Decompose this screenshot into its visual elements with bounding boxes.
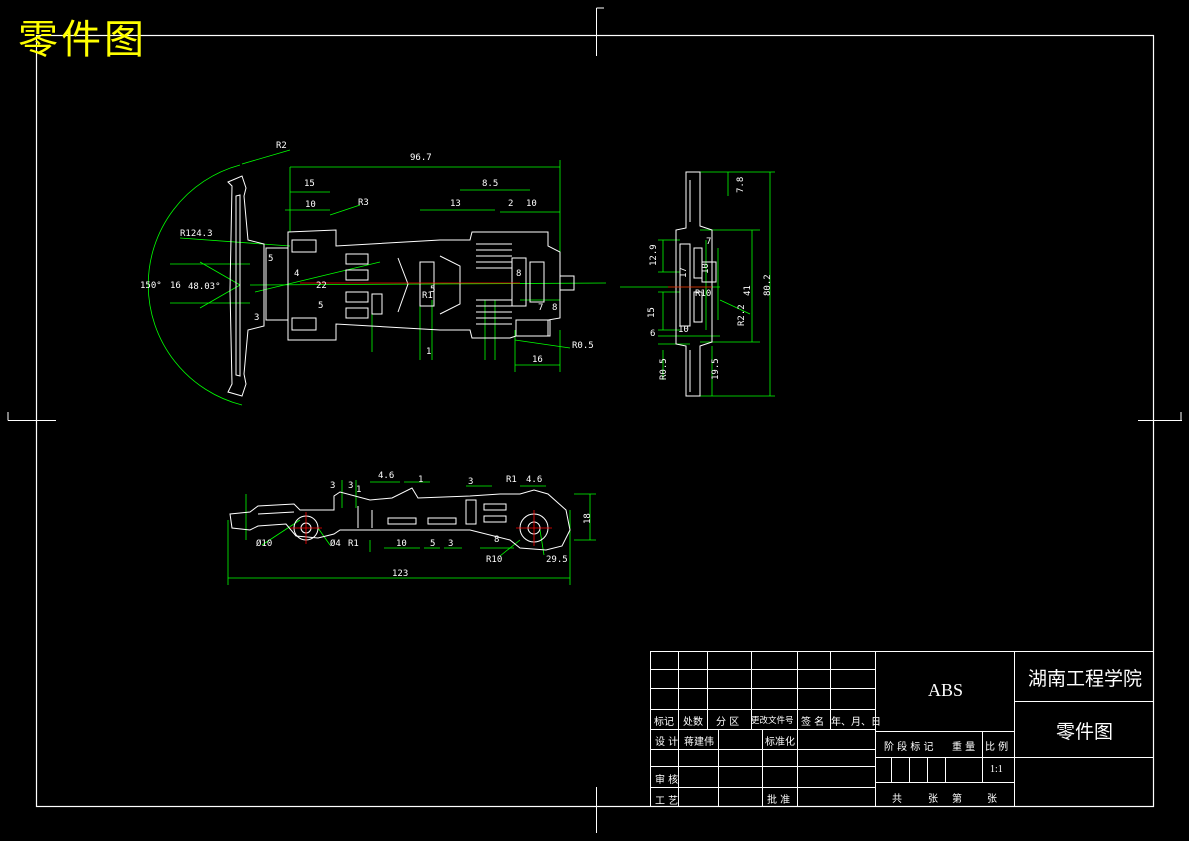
dim-label: 10 bbox=[305, 200, 316, 210]
dim-label: 3 bbox=[468, 477, 473, 487]
standardize-label: 标准化 bbox=[765, 737, 795, 748]
front-view-centerlines bbox=[290, 510, 552, 546]
drawing-name: 零件图 bbox=[1056, 721, 1114, 743]
row-design-label: 设 计 bbox=[655, 737, 679, 748]
dim-label: 5 bbox=[268, 254, 273, 264]
dim-label: 12.9 bbox=[649, 244, 659, 266]
stage-mark-label: 阶 段 标 记 bbox=[884, 742, 934, 753]
dim-label: 4 bbox=[294, 269, 299, 279]
dim-label: R2.2 bbox=[737, 304, 747, 326]
dim-label: 7 bbox=[706, 237, 711, 247]
rev-header-doc: 更改文件号 bbox=[751, 716, 794, 726]
sheet-total-unit: 张 bbox=[928, 794, 938, 805]
top-view: 96.7 15 10 R3 8.5 13 2 10 R2 R124.3 150°… bbox=[140, 141, 607, 406]
dim-label: 7 bbox=[538, 303, 543, 313]
drawing-title: 零件图 bbox=[18, 17, 147, 63]
dim-label: R1 bbox=[348, 539, 359, 549]
dim-label: 2 bbox=[508, 199, 513, 209]
dim-label: R2 bbox=[276, 141, 287, 151]
dim-label: R124.3 bbox=[180, 229, 213, 239]
dim-label: 1 bbox=[418, 475, 423, 485]
row-process-label: 工 艺 bbox=[655, 796, 679, 807]
dim-label: 29.5 bbox=[546, 555, 568, 565]
dim-label: 41 bbox=[743, 285, 753, 296]
dim-label: 8 bbox=[516, 269, 521, 279]
dim-label: 150° bbox=[140, 281, 162, 291]
dim-label: 15 bbox=[304, 179, 315, 189]
approve-label: 批 准 bbox=[767, 795, 791, 806]
dim-label: 16 bbox=[532, 355, 543, 365]
dim-label: 16 bbox=[170, 281, 181, 291]
dim-label: 48.03° bbox=[188, 282, 221, 292]
dim-label: 13 bbox=[450, 199, 461, 209]
top-view-dimension-labels: 96.7 15 10 R3 8.5 13 2 10 R2 R124.3 150°… bbox=[140, 141, 594, 365]
designer-name: 蒋建伟 bbox=[684, 737, 714, 748]
weight-label: 重 量 bbox=[952, 742, 976, 753]
front-view-dimension-labels: 4.6 1 R1 4.6 3 3 1 3 18 Ø10 Ø4 R1 10 5 3… bbox=[256, 471, 593, 579]
sheet-number-label: 第 bbox=[952, 794, 962, 805]
dim-label: R10 bbox=[486, 555, 502, 565]
side-view-dimension-labels: 7.8 7 12.9 17 10 R10 41 80.2 15 R2.2 6 1… bbox=[647, 177, 773, 380]
dim-label: 8 bbox=[552, 303, 557, 313]
dim-label: 5 bbox=[430, 539, 435, 549]
top-view-dimension-lines bbox=[147, 149, 607, 406]
dim-label: R3 bbox=[358, 198, 369, 208]
front-view-dimension-lines bbox=[227, 480, 596, 585]
sheet-number-unit: 张 bbox=[987, 794, 997, 805]
dim-label: 4.6 bbox=[526, 475, 542, 485]
front-view: 4.6 1 R1 4.6 3 3 1 3 18 Ø10 Ø4 R1 10 5 3… bbox=[227, 471, 596, 585]
dim-label: 15 bbox=[647, 307, 657, 318]
dim-label: 10 bbox=[526, 199, 537, 209]
rev-header-count: 处数 bbox=[683, 717, 703, 728]
material-label: ABS bbox=[928, 680, 964, 700]
sheet-frame bbox=[7, 7, 1182, 833]
dim-label: 3 bbox=[254, 313, 259, 323]
rev-header-mark: 标记 bbox=[654, 717, 674, 728]
side-view-outline bbox=[675, 171, 717, 397]
dim-label: 22 bbox=[316, 281, 327, 291]
dim-label: 1 bbox=[356, 485, 361, 495]
dim-label: 4.6 bbox=[378, 471, 394, 481]
dim-label: 8 bbox=[494, 535, 499, 545]
rev-header-sign: 签 名 bbox=[801, 717, 825, 728]
dim-label: 6 bbox=[650, 329, 655, 339]
rev-header-zone: 分 区 bbox=[716, 717, 740, 728]
dim-label: 10 bbox=[678, 325, 689, 335]
dim-label: 10 bbox=[396, 539, 407, 549]
sheet-total-label: 共 bbox=[892, 794, 902, 805]
school-name: 湖南工程学院 bbox=[1028, 668, 1143, 690]
side-view: 7.8 7 12.9 17 10 R10 41 80.2 15 R2.2 6 1… bbox=[620, 171, 775, 397]
dim-label: R1 bbox=[422, 291, 433, 301]
dim-label: 96.7 bbox=[410, 153, 432, 163]
dim-label: Ø4 bbox=[330, 538, 341, 549]
dim-label: 123 bbox=[392, 569, 408, 579]
dim-label: 80.2 bbox=[763, 274, 773, 296]
dim-label: 17 bbox=[679, 267, 689, 278]
dim-label: R0.5 bbox=[572, 341, 594, 351]
dim-label: 5 bbox=[430, 285, 435, 295]
dim-label: Ø10 bbox=[256, 538, 272, 549]
side-view-dimension-lines bbox=[620, 171, 775, 397]
row-review-label: 审 核 bbox=[655, 775, 679, 786]
scale-value: 1:1 bbox=[990, 764, 1003, 775]
dim-label: 5 bbox=[318, 301, 323, 311]
dim-label: R1 bbox=[506, 475, 517, 485]
dim-label: 7.8 bbox=[736, 177, 746, 193]
top-view-outline bbox=[227, 175, 575, 397]
title-block-grid bbox=[650, 651, 1154, 807]
dim-label: 3 bbox=[448, 539, 453, 549]
rev-header-date: 年、月、日 bbox=[831, 717, 881, 728]
scale-label: 比 例 bbox=[985, 742, 1009, 753]
dim-label: 1 bbox=[426, 347, 431, 357]
dim-label: R10 bbox=[695, 289, 711, 299]
dim-label: 18 bbox=[583, 513, 593, 524]
dim-label: 3 bbox=[348, 481, 353, 491]
dim-label: 3 bbox=[330, 481, 335, 491]
dim-label: 10 bbox=[701, 263, 711, 274]
dim-label: 19.5 bbox=[711, 358, 721, 380]
dim-label: 8.5 bbox=[482, 179, 498, 189]
dim-label: R0.5 bbox=[659, 358, 669, 380]
